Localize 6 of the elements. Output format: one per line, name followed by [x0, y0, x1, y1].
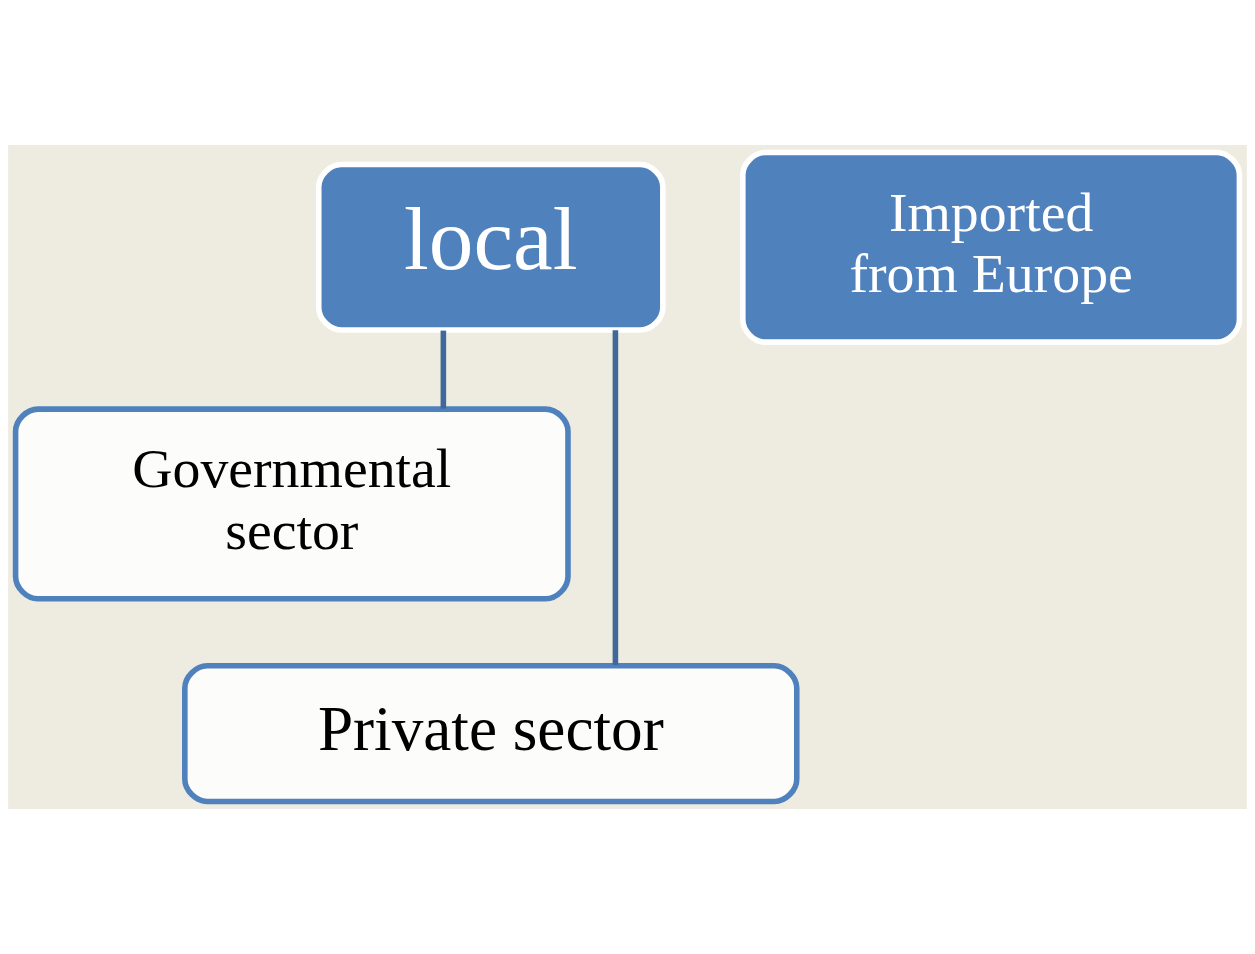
node-box: local [315, 161, 666, 333]
connector [440, 330, 447, 409]
node-box: Governmental sector [12, 406, 571, 602]
node-box: Imported from Europe [740, 149, 1243, 345]
connector [612, 330, 619, 666]
node-box: Private sector [182, 663, 800, 805]
